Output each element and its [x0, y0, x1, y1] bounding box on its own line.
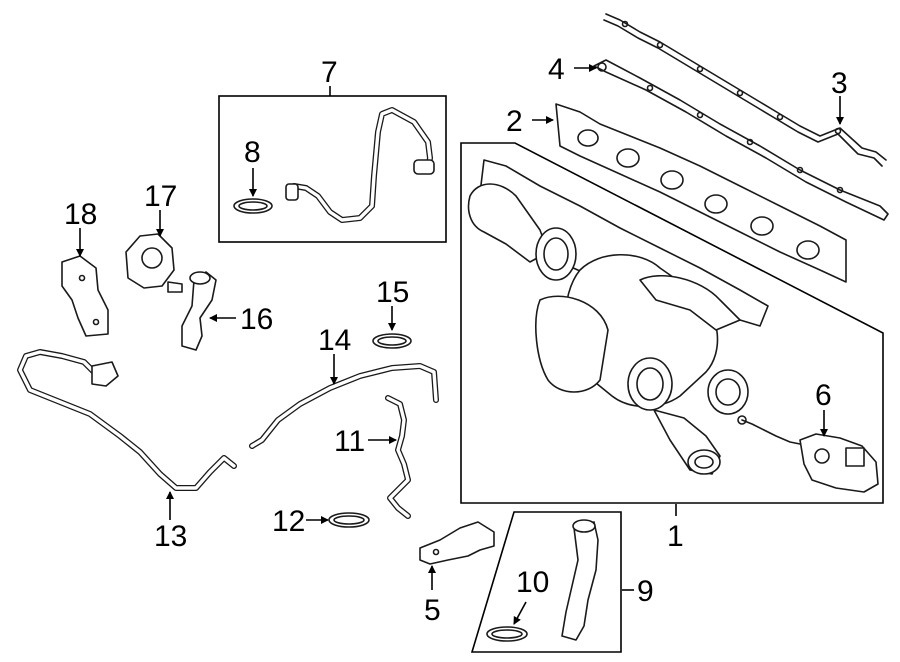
callout-13: 13: [154, 520, 187, 553]
group-box-intake-hose: [470, 511, 622, 653]
callout-16: 16: [240, 303, 273, 336]
part-8-washer-inner: [238, 201, 268, 211]
part-6-wastegate-actuator: [737, 415, 879, 493]
group-box-turbocharger-assembly: [460, 142, 884, 504]
part-9-intake-hose: [561, 519, 599, 641]
part-4-gasket-bar: [593, 59, 889, 221]
part-18-bracket: [61, 255, 109, 337]
part-10-washer: [486, 626, 528, 642]
part-15-washer-inner: [377, 336, 407, 346]
part-16-hose: [181, 271, 217, 351]
part-12-washer-inner: [333, 515, 365, 525]
callout-5: 5: [424, 594, 441, 627]
part-14-coolant-line: [249, 363, 439, 449]
part-7-oil-feed-line: [285, 107, 435, 223]
callout-9: 9: [637, 575, 654, 608]
part-13-coolant-line: [17, 349, 237, 491]
part-11-coolant-pipe: [385, 395, 411, 519]
part-10-washer-inner: [491, 629, 523, 639]
part-3-manifold-gasket-strip: [603, 13, 887, 167]
callout-14: 14: [318, 324, 351, 357]
group-box-oil-feed-line: [218, 95, 447, 243]
part-17-water-pump: [125, 233, 183, 293]
callout-10: 10: [516, 566, 549, 599]
callout-15: 15: [376, 276, 409, 309]
callout-17: 17: [144, 180, 177, 213]
part-2-exhaust-manifold-gasket: [555, 103, 847, 283]
callout-1: 1: [667, 520, 684, 553]
callout-11: 11: [334, 425, 365, 458]
callout-4: 4: [548, 53, 565, 86]
callout-3: 3: [831, 67, 848, 100]
callout-6: 6: [815, 379, 832, 412]
callout-8: 8: [244, 136, 261, 169]
part-5-bracket: [419, 521, 495, 565]
part-12-washer: [328, 512, 370, 528]
callout-18: 18: [64, 198, 97, 231]
callout-2: 2: [506, 105, 523, 138]
callout-12: 12: [272, 505, 305, 538]
part-8-washer: [233, 198, 273, 214]
leader-10: [513, 601, 527, 625]
callout-7: 7: [321, 56, 338, 89]
part-15-washer: [372, 333, 412, 349]
part-1-turbocharger-manifold: [467, 159, 769, 475]
